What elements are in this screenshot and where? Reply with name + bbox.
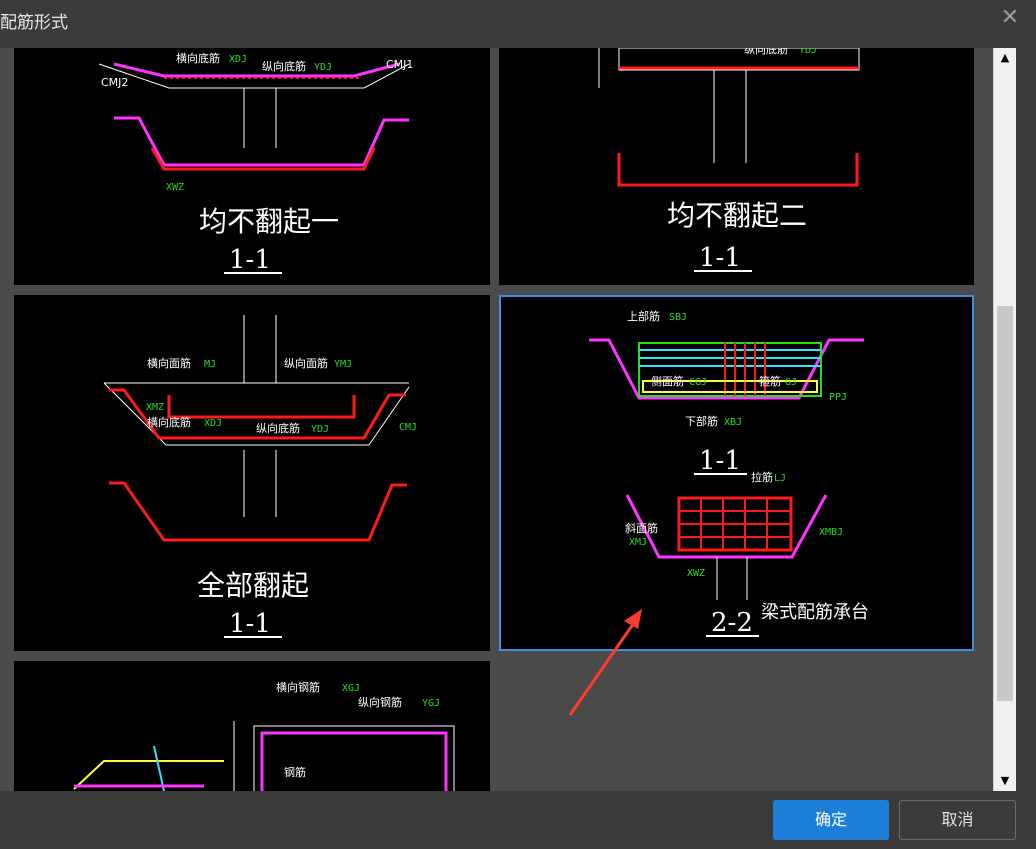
code-side2-4: XMJ bbox=[629, 537, 647, 548]
option-card-1[interactable]: 横向底筋 XDJ 纵向底筋 YDJ CMJ1 CMJ2 XWZ 均不翻起一 1-… bbox=[14, 48, 490, 285]
option-card-5[interactable]: 横向钢筋 XGJ 纵向钢筋 YGJ 钢筋 bbox=[14, 661, 490, 791]
section-b-4: 2-2 bbox=[711, 608, 753, 638]
code-long-bottom-1: YDJ bbox=[314, 62, 332, 73]
label-lj-4: 拉筋 bbox=[751, 470, 773, 484]
rebar-diagram-3: 横向面筋 MJ 纵向面筋 YMJ 横向底筋 XDJ 纵向底筋 YDJ CMJ X… bbox=[103, 315, 417, 639]
label-long-bottom-2: 纵向底筋 bbox=[744, 48, 788, 56]
cancel-button[interactable]: 取消 bbox=[899, 800, 1016, 840]
code-top-4: SBJ bbox=[669, 312, 687, 323]
rebar-diagram-4: 上部筋 SBJ 侧面筋 CGJ 箍筋 GJ 下部筋 XBJ PPJ 1-1 拉筋… bbox=[589, 309, 869, 638]
option-card-2[interactable]: 纵向底筋 YDJ 均不翻起二 1-1 bbox=[499, 48, 974, 285]
section-1: 1-1 bbox=[229, 245, 271, 275]
options-panel: 横向底筋 XDJ 纵向底筋 YDJ CMJ1 CMJ2 XWZ 均不翻起一 1-… bbox=[0, 48, 1016, 791]
code-long-steel-5: YGJ bbox=[422, 698, 440, 709]
caption-3: 全部翻起 bbox=[197, 569, 309, 602]
label-trans-bottom-1: 横向底筋 bbox=[176, 51, 220, 65]
label-xwz-4: XWZ bbox=[687, 568, 705, 579]
code-trans-bottom-1: XDJ bbox=[229, 54, 247, 65]
vertical-scrollbar[interactable]: ▲ ▼ bbox=[993, 48, 1016, 791]
section-2: 1-1 bbox=[699, 243, 741, 273]
label-xmz-3: XMZ bbox=[146, 402, 164, 413]
title-bar: 配筋形式 ✕ bbox=[0, 0, 1036, 38]
dialog-title: 配筋形式 bbox=[0, 13, 68, 33]
code-lj-4: LJ bbox=[774, 473, 786, 484]
label-long-steel-5: 纵向钢筋 bbox=[358, 695, 402, 709]
scroll-thumb[interactable] bbox=[997, 306, 1013, 701]
label-long-bottom-3: 纵向底筋 bbox=[256, 421, 300, 435]
rebar-diagram-1: 横向底筋 XDJ 纵向底筋 YDJ CMJ1 CMJ2 XWZ 均不翻起一 1-… bbox=[98, 51, 413, 275]
code-stirrup-4: GJ bbox=[785, 377, 797, 388]
code-trans-bottom-3: XDJ bbox=[204, 418, 222, 429]
option-card-4[interactable]: 上部筋 SBJ 侧面筋 CGJ 箍筋 GJ 下部筋 XBJ PPJ 1-1 拉筋… bbox=[499, 295, 974, 651]
section-a-4: 1-1 bbox=[699, 446, 741, 476]
annotation-arrow-icon bbox=[568, 609, 642, 716]
code-long-face-3: YMJ bbox=[334, 359, 352, 370]
label-trans-bottom-3: 横向底筋 bbox=[147, 415, 191, 429]
label-trans-face-3: 横向面筋 bbox=[147, 356, 191, 370]
ok-button[interactable]: 确定 bbox=[773, 800, 889, 840]
label-cmj2: CMJ2 bbox=[101, 76, 128, 89]
label-stirrup-4: 箍筋 bbox=[759, 374, 781, 388]
caption-2: 均不翻起二 bbox=[667, 199, 807, 232]
label-cmj1: CMJ1 bbox=[386, 58, 413, 71]
label-long-bottom-1: 纵向底筋 bbox=[262, 59, 306, 73]
label-long-face-3: 纵向面筋 bbox=[284, 356, 328, 370]
code-trans-steel-5: XGJ bbox=[342, 683, 360, 694]
section-3: 1-1 bbox=[229, 609, 271, 639]
label-side-4: 侧面筋 bbox=[651, 374, 684, 388]
label-xwz-1: XWZ bbox=[166, 182, 184, 193]
code-bottom-4: XBJ bbox=[724, 417, 742, 428]
code-long-bottom-3: YDJ bbox=[311, 424, 329, 435]
label-trans-steel-5: 横向钢筋 bbox=[276, 680, 320, 694]
close-icon[interactable]: ✕ bbox=[1000, 5, 1020, 30]
label-top-4: 上部筋 bbox=[627, 309, 660, 323]
code-trans-face-3: MJ bbox=[204, 359, 216, 370]
label-side2-4: 斜面筋 bbox=[625, 521, 658, 535]
option-card-3[interactable]: 横向面筋 MJ 纵向面筋 YMJ 横向底筋 XDJ 纵向底筋 YDJ CMJ X… bbox=[14, 295, 490, 651]
caption-1: 均不翻起一 bbox=[199, 205, 339, 238]
label-ppj-4: PPJ bbox=[829, 392, 847, 403]
scroll-down-icon[interactable]: ▼ bbox=[1000, 774, 1010, 787]
label-cmj-3: CMJ bbox=[399, 422, 417, 433]
label-xmbj-4: XMBJ bbox=[819, 527, 843, 538]
label-steel-5: 钢筋 bbox=[284, 765, 306, 779]
caption-4: 梁式配筋承台 bbox=[761, 602, 869, 623]
label-bottom-4: 下部筋 bbox=[685, 414, 718, 428]
code-long-bottom-2: YDJ bbox=[799, 48, 817, 56]
rebar-diagram-5: 横向钢筋 XGJ 纵向钢筋 YGJ 钢筋 bbox=[73, 680, 455, 791]
rebar-diagram-2: 纵向底筋 YDJ 均不翻起二 1-1 bbox=[598, 48, 860, 273]
code-side-4: CGJ bbox=[689, 377, 707, 388]
scroll-up-icon[interactable]: ▲ bbox=[1000, 51, 1010, 64]
